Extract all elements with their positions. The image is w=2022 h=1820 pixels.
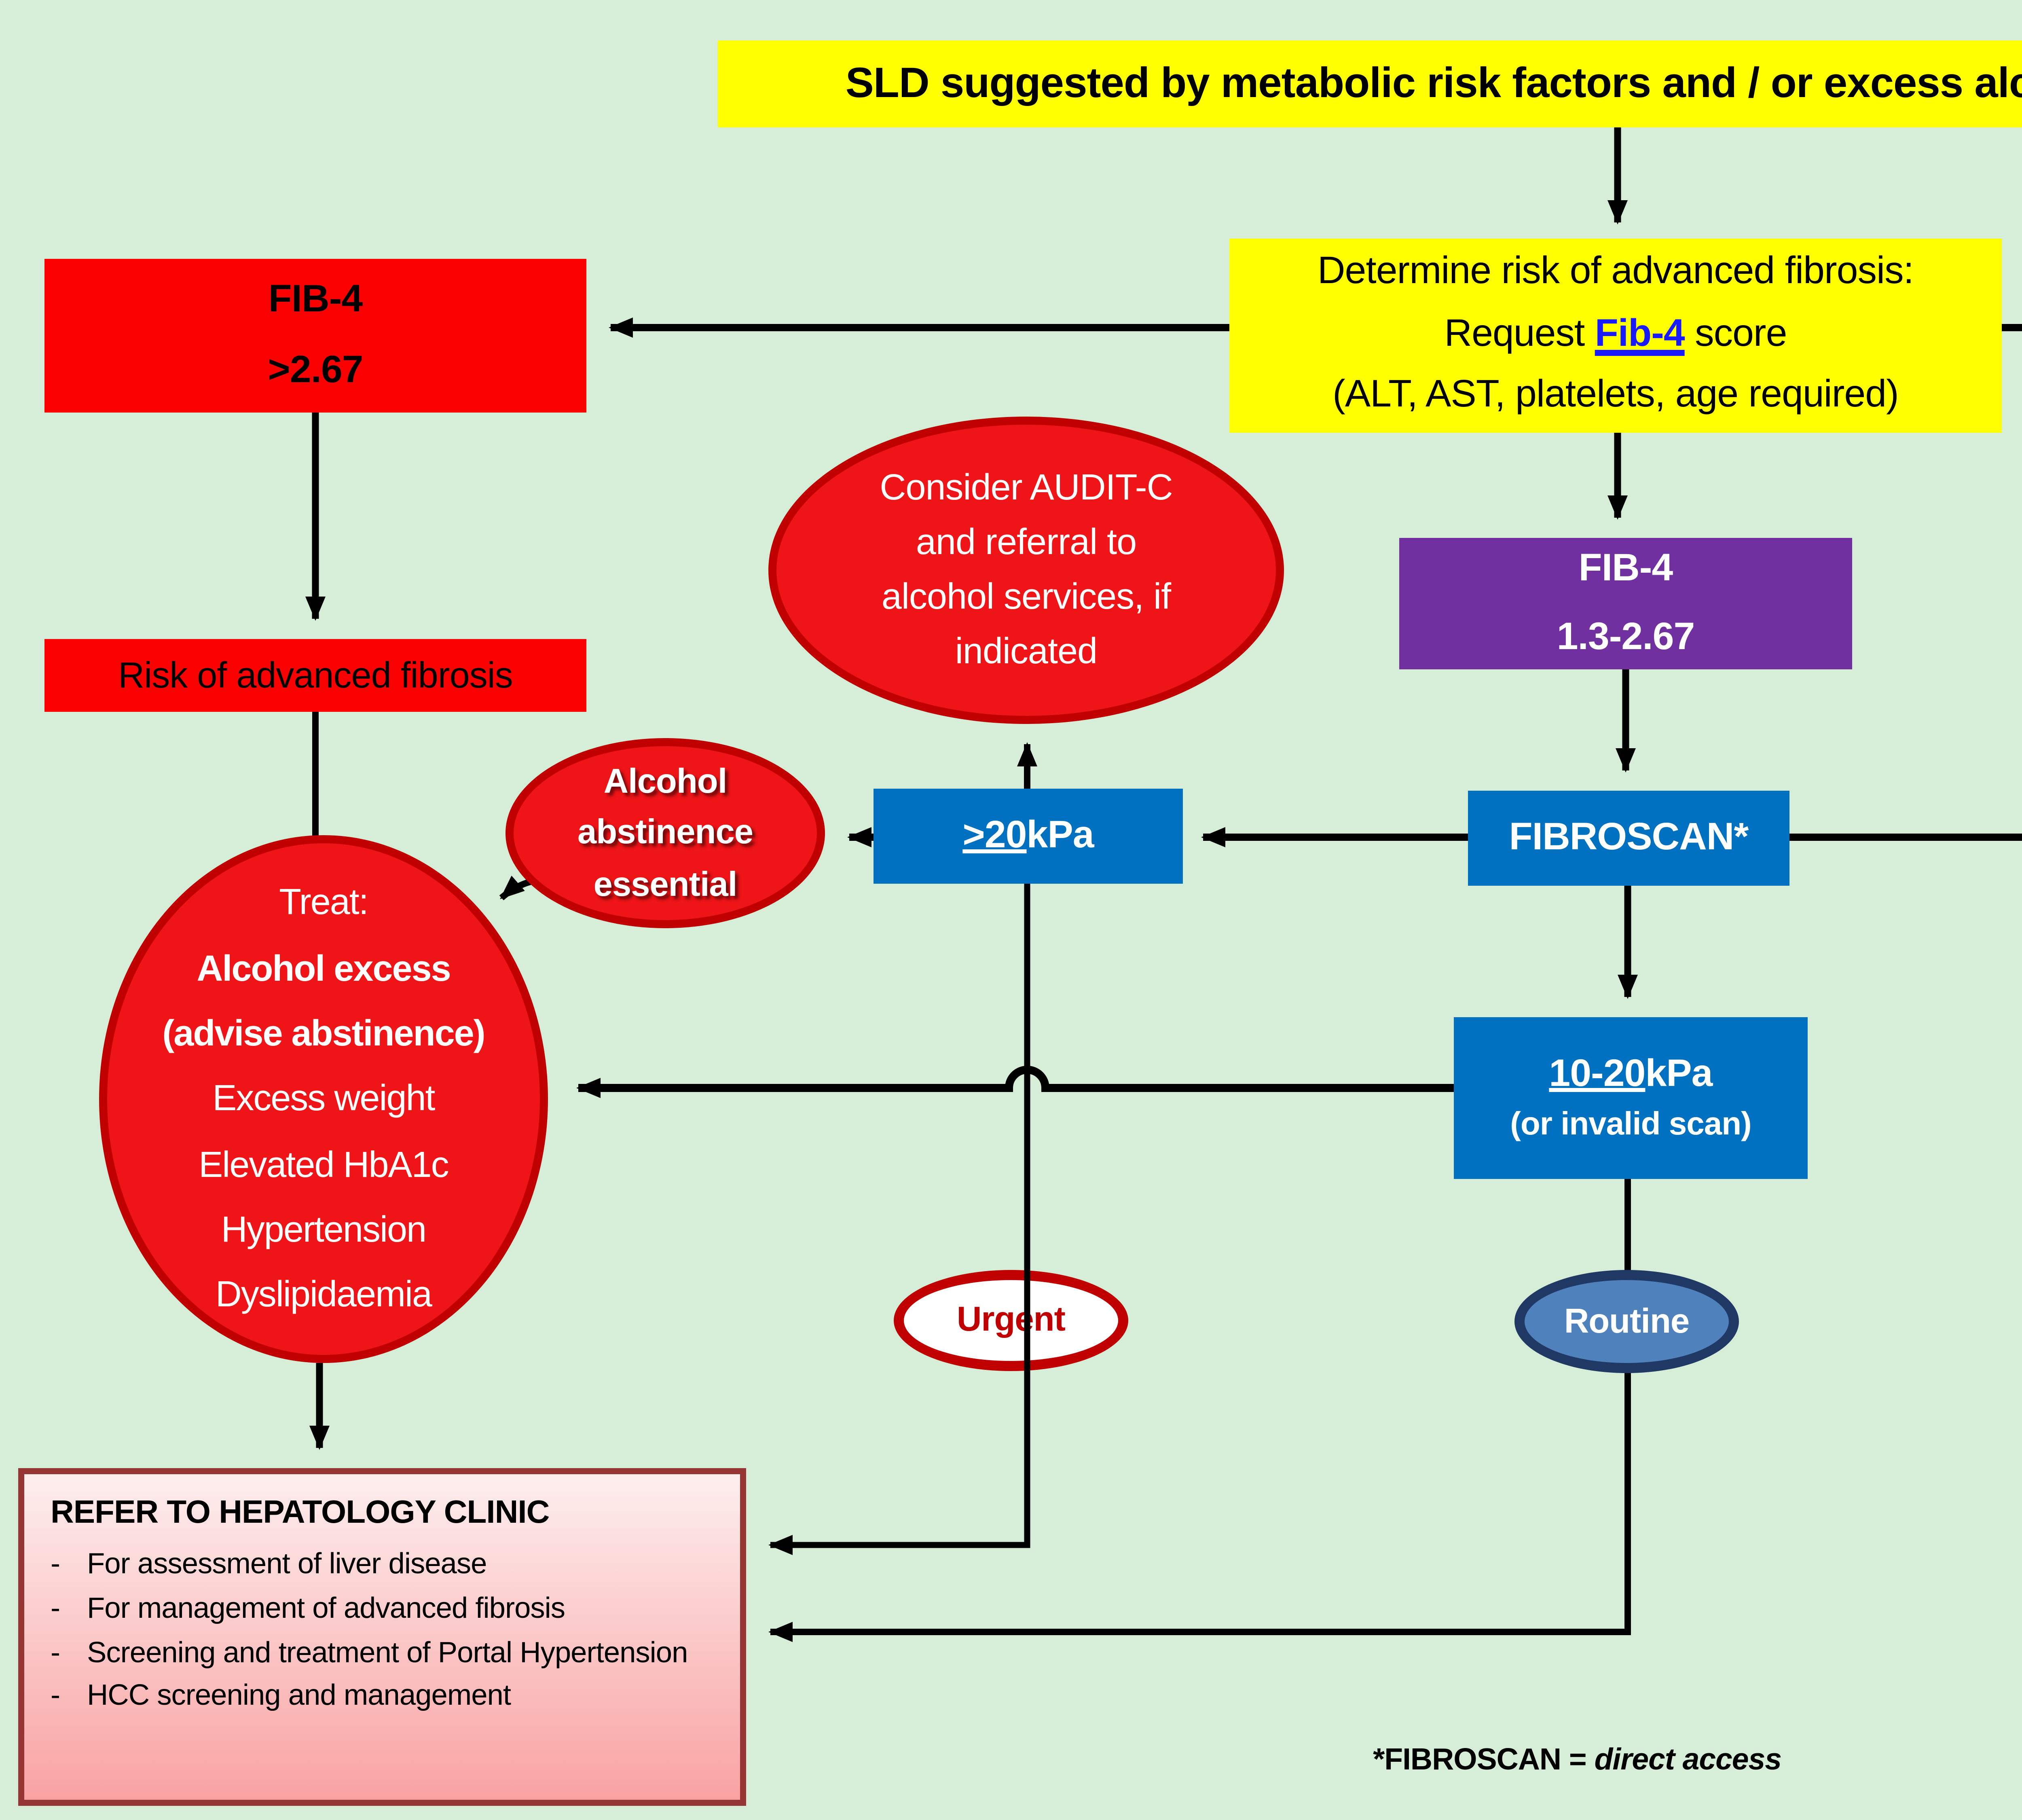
bullet-dash: - (51, 1681, 60, 1714)
treat-line6: Hypertension (221, 1209, 427, 1250)
fibroscan-label: FIBROSCAN* (1509, 816, 1749, 859)
hepatology-bullet-4: -HCC screening and management (51, 1677, 714, 1721)
risk-advanced-fibrosis-box: Risk of advanced fibrosis (44, 639, 586, 712)
fib4-mid-box: FIB-4 1.3-2.67 (1399, 538, 1852, 669)
footnote-bold: *FIBROSCAN = (1373, 1743, 1595, 1778)
kpa1020-line1: 10-20kPa (1549, 1047, 1713, 1103)
fib4-high-label: FIB-4 (268, 279, 363, 322)
hepatology-title: REFER TO HEPATOLOGY CLINIC (51, 1496, 550, 1531)
bullet-dash: - (51, 1549, 60, 1581)
hepatology-bullet-2: -For management of advanced fibrosis (51, 1589, 714, 1633)
kpa20-underlined: >20 (962, 814, 1027, 857)
kpa1020-underlined: 10-20 (1549, 1053, 1646, 1096)
treat-ellipse: Treat: Alcohol excess (advise abstinence… (99, 835, 548, 1363)
kpa1020-suffix: kPa (1645, 1053, 1713, 1096)
kpa1020-box: 10-20kPa (or invalid scan) (1454, 1017, 1808, 1179)
alcohol-abstinence-ellipse: Alcohol abstinence essential (506, 738, 825, 928)
routine-label: Routine (1564, 1301, 1690, 1340)
footnote-italic: direct access (1594, 1743, 1782, 1778)
treat-line3: (advise abstinence) (162, 1013, 485, 1054)
hepatology-bullet-4-text: HCC screening and management (87, 1681, 511, 1714)
fib4-link[interactable]: Fib-4 (1595, 313, 1685, 356)
audit-c-ellipse: Consider AUDIT-C and referral to alcohol… (768, 417, 1284, 724)
hepatology-bullet-3-text: Screening and treatment of Portal Hypert… (87, 1637, 688, 1670)
hepatology-bullet-2-text: For management of advanced fibrosis (87, 1593, 565, 1625)
determine-line1: Determine risk of advanced fibrosis: (1317, 250, 1914, 293)
kpa20-label: >20kPa (962, 814, 1094, 859)
bullet-dash: - (51, 1593, 60, 1625)
score-text: score (1684, 313, 1787, 356)
treat-line2: Alcohol excess (197, 947, 451, 988)
fibroscan-footnote: *FIBROSCAN = direct access (1294, 1743, 1860, 1778)
risk-label: Risk of advanced fibrosis (118, 654, 513, 695)
fib4-high-value: >2.67 (268, 350, 363, 392)
urgent-label: Urgent (957, 1300, 1066, 1339)
kpa20-suffix: kPa (1026, 814, 1094, 857)
kpa1020-line2: (or invalid scan) (1510, 1108, 1751, 1143)
determine-risk-box: Determine risk of advanced fibrosis: Req… (1229, 239, 2002, 433)
bullet-dash: - (51, 1637, 60, 1670)
determine-line2: Request Fib-4 score (1444, 305, 1787, 367)
title-banner-label: SLD suggested by metabolic risk factors … (845, 59, 2022, 106)
fib4-mid-value: 1.3-2.67 (1557, 616, 1695, 658)
request-text: Request (1444, 313, 1595, 356)
fib4-high-box: FIB-4 >2.67 (44, 259, 586, 413)
urgent-ellipse: Urgent (894, 1270, 1128, 1371)
hepatology-bullet-1: -For assessment of liver disease (51, 1545, 714, 1589)
fib4-mid-label: FIB-4 (1578, 548, 1673, 591)
treat-line5: Elevated HbA1c (199, 1144, 449, 1185)
treat-line1: Treat: (279, 882, 369, 923)
treat-line7: Dyslipidaemia (215, 1275, 432, 1316)
determine-line3: (ALT, AST, platelets, age required) (1332, 375, 1899, 417)
hepatology-bullet-3: -Screening and treatment of Portal Hyper… (51, 1633, 714, 1677)
audit-c-text: Consider AUDIT-C and referral to alcohol… (880, 467, 1173, 671)
kpa20-box: >20kPa (874, 789, 1183, 884)
routine-ellipse: Routine (1514, 1270, 1739, 1373)
hepatology-bullet-1-text: For assessment of liver disease (87, 1549, 487, 1581)
title-banner: SLD suggested by metabolic risk factors … (718, 40, 2022, 127)
treat-line4: Excess weight (212, 1078, 435, 1119)
fibroscan-box: FIBROSCAN* (1468, 791, 1789, 886)
hepatology-referral-box: REFER TO HEPATOLOGY CLINIC -For assessme… (18, 1468, 746, 1806)
alcohol-abstinence-text: Alcohol abstinence essential (577, 762, 753, 904)
